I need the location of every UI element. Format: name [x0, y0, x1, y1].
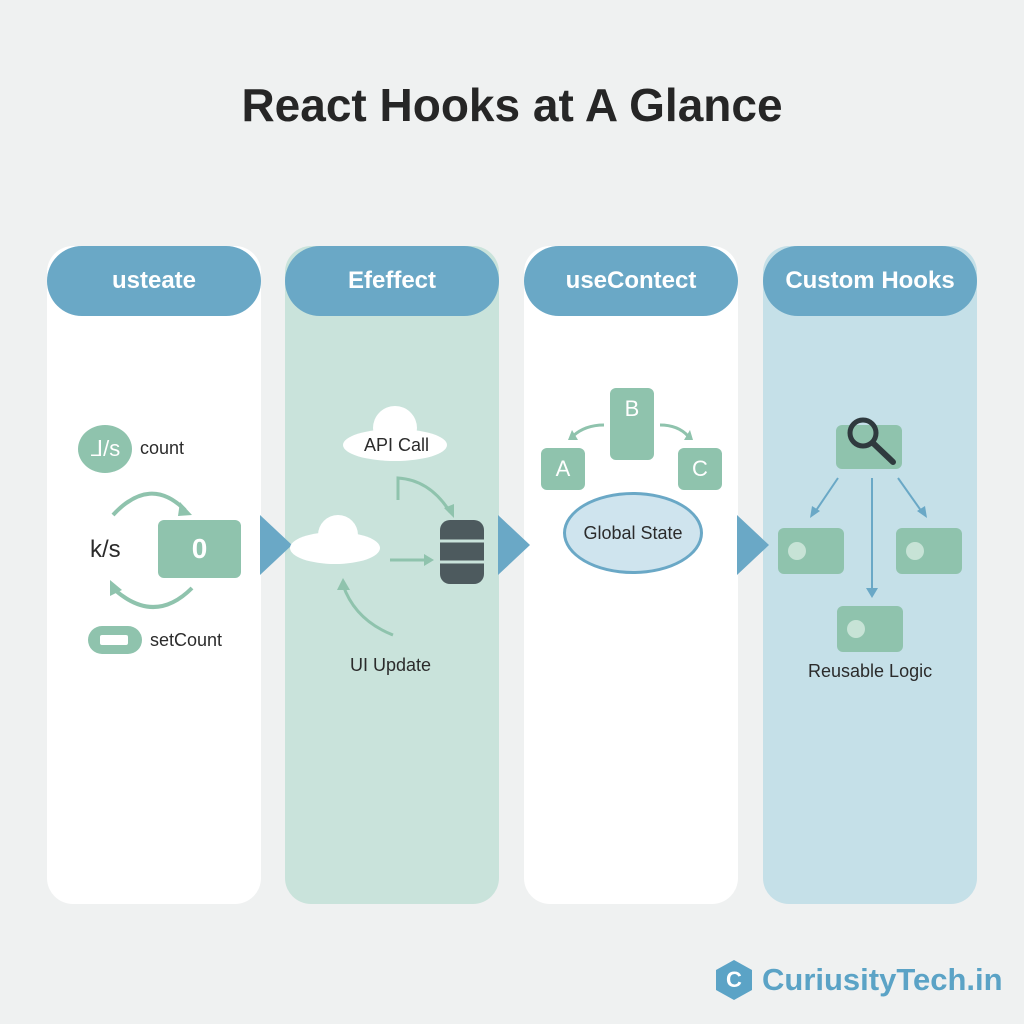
setcount-label: setCount: [150, 630, 223, 650]
ks-label: k/s: [90, 536, 121, 563]
count-value-box: 0: [158, 520, 241, 578]
logo-icon: C: [716, 960, 752, 1000]
cloud-icon: [290, 515, 380, 564]
global-state-node: Global State: [563, 492, 703, 574]
hook-box: [837, 606, 903, 652]
count-label: count: [140, 438, 185, 458]
state-icon: ᒧ/s: [78, 425, 132, 473]
page-title: React Hooks at A Glance: [241, 79, 783, 131]
node-c: C: [678, 448, 722, 490]
chevron-right-icon: [260, 515, 292, 575]
chevron-right-icon: [498, 515, 530, 575]
column-custom-hooks: Custom Hooks: [763, 246, 977, 904]
reusable-logic-label: Reusable Logic: [808, 661, 933, 681]
column-header: usteate: [47, 246, 261, 316]
column-usecontext: useContect: [524, 246, 738, 904]
ui-update-label: UI Update: [350, 655, 432, 675]
logo-text: CuriusityTech.in: [762, 962, 1003, 997]
node-a: A: [541, 448, 585, 490]
api-call-label: API Call: [364, 435, 430, 455]
search-icon: [847, 417, 896, 465]
cloud-icon: [343, 406, 447, 461]
chevron-right-icon: [737, 515, 769, 575]
node-b: B: [610, 388, 654, 460]
setter-icon: [88, 626, 142, 654]
column-header: Efeffect: [285, 246, 499, 316]
column-header: useContect: [524, 246, 738, 316]
hook-box: [778, 528, 844, 574]
hook-box: [896, 528, 962, 574]
brand-logo: C CuriusityTech.in: [716, 960, 1003, 1000]
column-header: Custom Hooks: [763, 246, 977, 316]
database-icon: [440, 520, 484, 584]
